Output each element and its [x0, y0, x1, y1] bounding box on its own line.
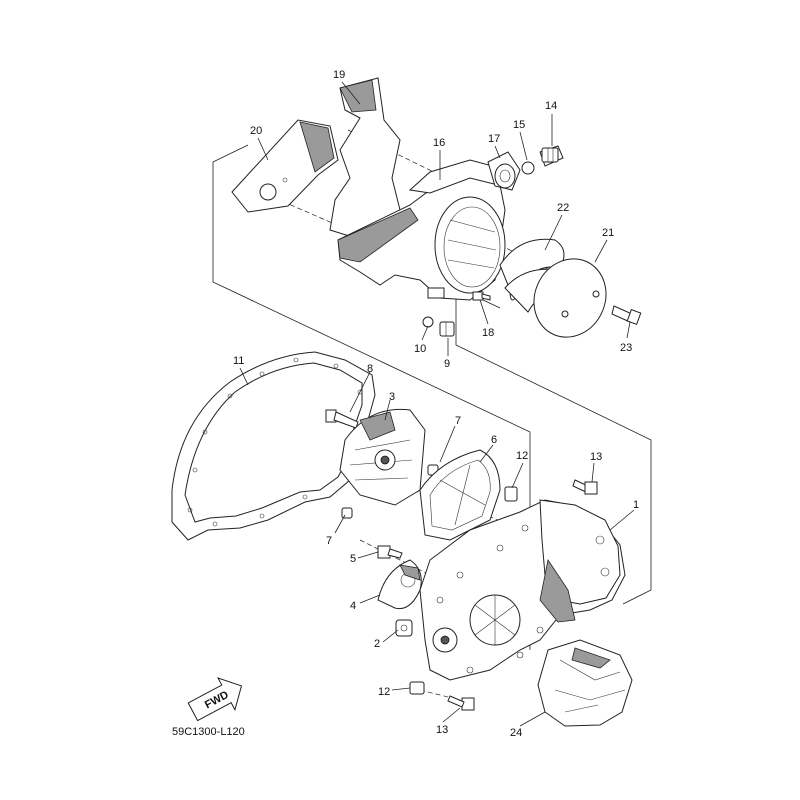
- label-part-19: 19: [333, 69, 345, 81]
- part-16-air-duct-housing: [337, 159, 506, 301]
- label-part-7-upper: 7: [455, 415, 461, 427]
- diagram-code: 59C1300-L120: [172, 726, 245, 738]
- label-part-4: 4: [350, 600, 356, 612]
- label-part-13-upper: 13: [590, 451, 602, 463]
- part-10-o-ring: [422, 316, 434, 328]
- part-23-bolt: [611, 305, 642, 325]
- label-part-3: 3: [389, 391, 395, 403]
- part-12-dowel-lower: [409, 681, 425, 695]
- part-18-screw: [472, 291, 491, 301]
- part-21-cover-disc: [533, 258, 607, 338]
- part-4-plate: [377, 559, 422, 610]
- label-part-12-lower: 12: [378, 686, 390, 698]
- label-part-16: 16: [433, 137, 445, 149]
- label-part-6: 6: [491, 434, 497, 446]
- label-part-10: 10: [414, 343, 426, 355]
- label-part-17: 17: [488, 133, 500, 145]
- label-part-23: 23: [620, 342, 632, 354]
- label-part-9: 9: [444, 358, 450, 370]
- label-part-7-lower: 7: [326, 535, 332, 547]
- callout-leader-lines: [239, 81, 635, 727]
- part-14-plug: [539, 145, 564, 167]
- part-number-labels: 19 20 16 17 15 14 22 21 23 18 10 9 11 8 …: [233, 69, 639, 739]
- label-part-15: 15: [513, 119, 525, 131]
- part-3-bracket: [339, 408, 426, 506]
- label-part-12-upper: 12: [516, 450, 528, 462]
- label-part-2: 2: [374, 638, 380, 650]
- part-17-cap: [487, 151, 521, 191]
- part-12-dowel-upper: [504, 486, 518, 502]
- label-part-13-lower: 13: [436, 724, 448, 736]
- part-13-bolt-lower: [447, 695, 475, 711]
- label-part-24: 24: [510, 727, 522, 739]
- part-20-side-cover-panel: [231, 119, 339, 213]
- part-24-protector: [537, 639, 633, 727]
- label-part-22: 22: [557, 202, 569, 214]
- label-part-20: 20: [250, 125, 262, 137]
- cover-bolt-bosses: [436, 524, 544, 674]
- part-5-screw: [377, 545, 403, 559]
- label-part-14: 14: [545, 100, 557, 112]
- label-part-18: 18: [482, 327, 494, 339]
- part-1-crankcase-cover: [419, 499, 626, 681]
- label-part-11: 11: [233, 355, 244, 367]
- part-13-bolt-upper: [572, 479, 598, 495]
- part-6-gasket: [419, 449, 501, 541]
- part-15-o-ring: [521, 161, 535, 175]
- part-9-plug: [439, 321, 455, 337]
- part-19-baffle: [329, 77, 401, 241]
- label-part-8: 8: [367, 363, 373, 375]
- fwd-direction-indicator: FWD: [187, 677, 243, 722]
- part-2-plug: [395, 619, 413, 637]
- label-part-5: 5: [350, 553, 356, 565]
- label-part-1: 1: [633, 499, 639, 511]
- part-11-gasket: [171, 351, 376, 541]
- part-7-dowel-lower: [341, 507, 353, 519]
- label-part-21: 21: [602, 227, 614, 239]
